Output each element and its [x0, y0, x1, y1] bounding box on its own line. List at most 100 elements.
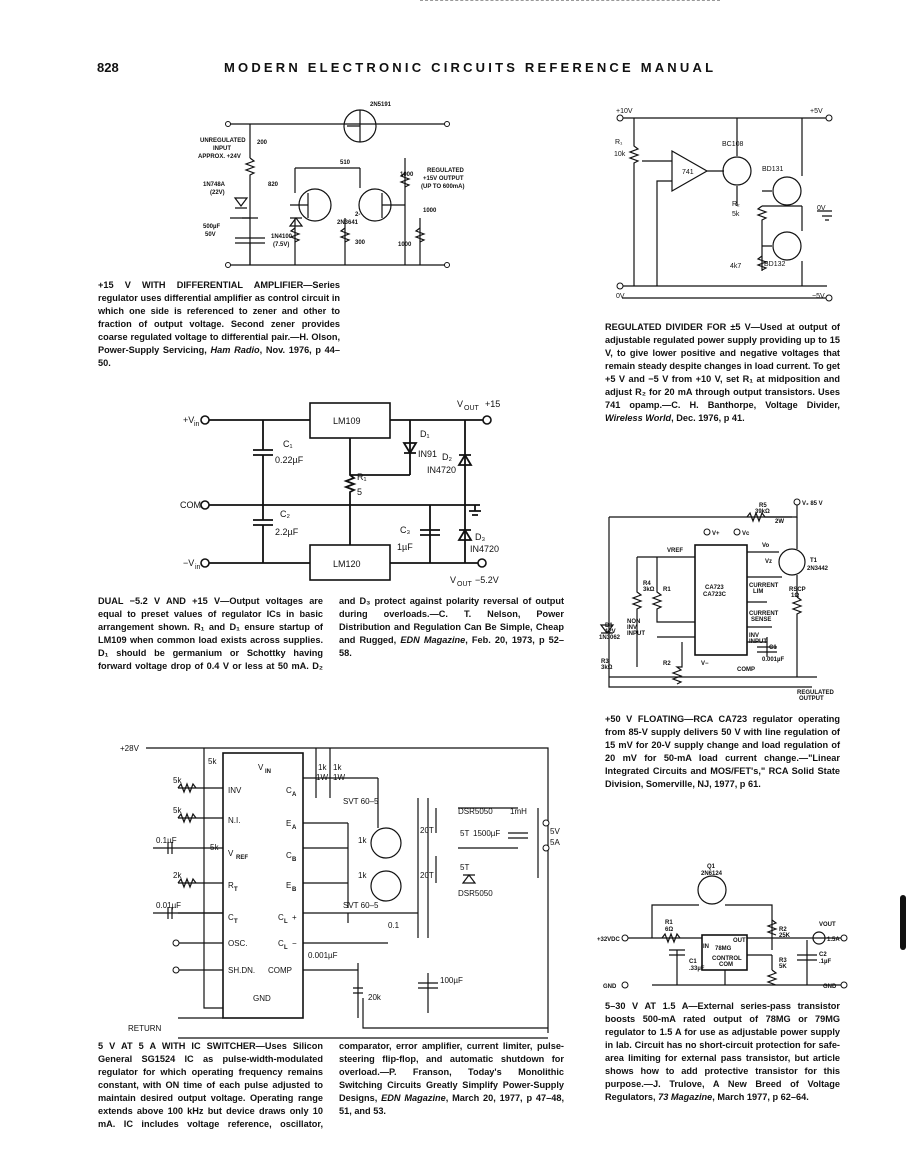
c1-label-8: +15V OUTPUT [423, 176, 464, 182]
c3-label-11: 0.22µF [275, 455, 304, 465]
binding-mark [900, 895, 906, 950]
c2-label-11: BD132 [764, 261, 786, 268]
caption-c3-tail: , Feb. 20, 1973, p 52–58. [339, 635, 565, 658]
caption-c6-source: 73 Magazine [658, 1092, 713, 1102]
caption-c6: 5–30 V AT 1.5 A—External series-pass tra… [605, 1000, 840, 1104]
c5-label-33: T [234, 887, 238, 893]
caption-c2-source: Wireless World [605, 413, 672, 423]
c4-label-26: INV [627, 625, 637, 631]
caption-c5: 5 V AT 5 A WITH IC SWITCHER—Uses Silicon… [98, 1040, 564, 1131]
c5-label-19: 0.1µF [156, 836, 177, 845]
c4-label-18: RSCP [789, 587, 806, 593]
c3-label-1: in [194, 421, 200, 428]
c4-label-9: T1 [810, 558, 818, 564]
c3-label-17: C₃ [400, 525, 410, 535]
c5-label-53: COMP [268, 966, 292, 975]
c4-label-12: 3kΩ [643, 587, 655, 593]
caption-c2: REGULATED DIVIDER FOR ±5 V—Used at outpu… [605, 321, 840, 425]
c6-label-11: VOUT [819, 922, 836, 928]
c5-label-14: E [286, 819, 291, 828]
c1-label-10: 1N748A [203, 182, 226, 188]
c1-label-13: 2- [355, 212, 360, 218]
c5-label-42: C [278, 913, 284, 922]
c4-label-22: D1 [605, 623, 613, 629]
c1-label-18: 1N4100 [271, 234, 293, 240]
c6-label-18: C2 [819, 952, 827, 958]
c5-label-1: 5k [208, 757, 217, 766]
c4-label-24: 1N3062 [599, 635, 621, 641]
c6-label-7: CONTROL [712, 956, 742, 962]
c3-label-21: −V [183, 558, 194, 568]
c1-label-11: (22V) [210, 190, 225, 196]
c5-label-50: − [292, 939, 297, 948]
c5-label-44: + [292, 913, 297, 922]
c5-label-46: DSR5050 [458, 889, 493, 898]
c4-label-33: 3kΩ [601, 665, 613, 671]
c4-label-15: CA723C [703, 592, 727, 598]
c4-label-13: R1 [663, 587, 671, 593]
caption-c1-source: Ham Radio [210, 345, 260, 355]
caption-c4-body: RCA CA723 regulator operating from 85-V … [605, 714, 840, 789]
c1-label-20: 300 [355, 240, 366, 246]
page-number: 828 [97, 60, 119, 75]
c3-label-9: IN4720 [427, 465, 456, 475]
c5-label-20: 5k [210, 843, 219, 852]
c6-label-15: .33µF [689, 966, 705, 972]
c5-label-12: 5k [173, 806, 182, 815]
c6-label-6: IN [703, 944, 709, 950]
c1-label-1: UNREGULATED [200, 138, 246, 144]
c4-label-31: 0.001µF [762, 657, 784, 663]
c3-label-10: C₁ [283, 439, 293, 449]
c5-label-7: A [292, 792, 297, 798]
c2-label-10: 4k7 [730, 263, 741, 270]
c6-label-16: R3 [779, 958, 787, 964]
schematic-c4: R5 39kΩ 2W V₂ 85 V V+ Vc VREF Vo Vz T1 2… [599, 498, 835, 702]
c4-label-17: LIM [753, 589, 763, 595]
c3-label-26: −5.2V [475, 575, 499, 585]
c6-label-19: .1µF [819, 959, 831, 965]
c6-label-12: 1.5A [827, 937, 840, 943]
c3-label-8: D₂ [442, 452, 452, 462]
c1-label-16: 500µF [203, 224, 220, 230]
caption-c6-head: 5–30 V AT 1.5 A— [605, 1001, 698, 1011]
c4-label-1: 39kΩ [755, 509, 770, 515]
c3-label-22: in [195, 564, 201, 571]
c3-label-4: OUT [464, 405, 480, 412]
c5-label-25: 1k [358, 836, 367, 845]
schematic-c5: +28V 5k 5k V IN INV C A 1k 1W 1k 1W 5k N… [120, 744, 560, 1039]
c4-label-38: OUTPUT [799, 696, 824, 702]
c4-label-3: V₂ 85 V [802, 501, 823, 507]
c2-label-1: +5V [810, 108, 823, 115]
caption-c5-source: EDN Magazine [381, 1093, 446, 1103]
c3-label-7: IN91 [418, 449, 437, 459]
c5-label-43: L [284, 919, 288, 925]
c2-label-13: −5V [812, 293, 825, 300]
c3-label-13: 5 [357, 487, 362, 497]
c4-label-36: COMP [737, 667, 755, 673]
c5-label-18: 1mH [510, 807, 527, 816]
c1-label-2: INPUT [213, 146, 231, 152]
c5-label-48: C [278, 939, 284, 948]
caption-c3: DUAL −5.2 V AND +15 V—Output voltages ar… [98, 595, 564, 673]
c6-label-10: 25K [779, 933, 791, 939]
c4-label-2: 2W [775, 519, 784, 525]
c5-label-52: SH.DN. [228, 966, 255, 975]
caption-c5-tail: , March 20, 1977, p 47–48, 51, and 53. [339, 1093, 564, 1116]
c2-label-12: 0V [616, 293, 625, 300]
c5-label-32: R [228, 881, 234, 890]
c6-label-13: +32VDC [597, 937, 621, 943]
c5-label-49: L [284, 945, 288, 951]
c6-label-20: GND [603, 984, 617, 990]
c5-label-31: 2k [173, 871, 182, 880]
caption-c1-head: +15 V WITH DIFFERENTIAL AMPLIFIER— [98, 280, 313, 290]
c4-label-23: 12V [605, 629, 616, 635]
c5-label-10: 1k [333, 763, 342, 772]
c5-label-34: E [286, 881, 291, 890]
caption-c3-body: Output voltages are equal to preset valu… [98, 596, 564, 671]
c2-label-7: R₂ [732, 201, 740, 208]
c5-label-40: C [228, 913, 234, 922]
c2-label-5: 741 [682, 169, 694, 176]
c1-label-7: REGULATED [427, 168, 465, 174]
c4-label-29: INPUT [749, 639, 767, 645]
c3-label-6: D₁ [420, 429, 430, 439]
